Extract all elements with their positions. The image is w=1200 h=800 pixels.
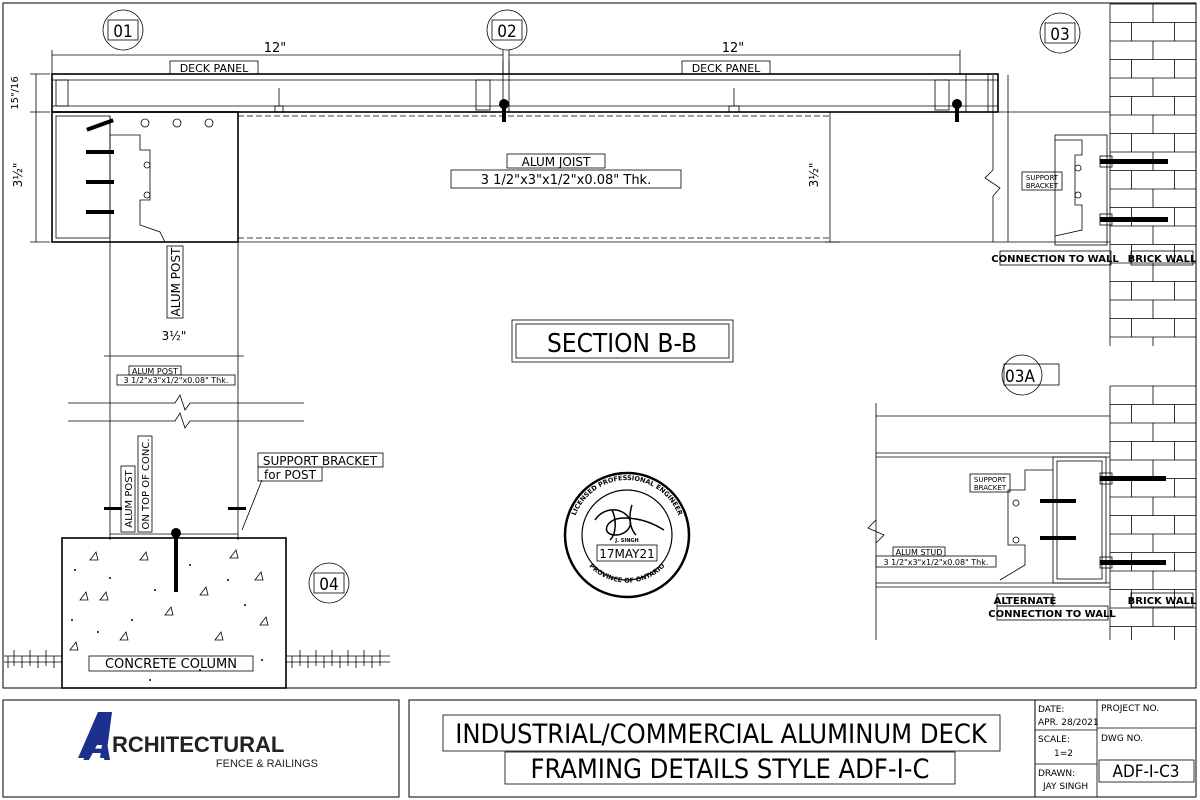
callout-03-text: 03 bbox=[1050, 25, 1069, 45]
stamp-ring-bottom: PROVINCE OF ONTARIO bbox=[588, 562, 667, 585]
bracket-screws bbox=[86, 118, 114, 214]
deck-panel-label-1: DECK PANEL bbox=[180, 62, 249, 75]
callout-01-text: 01 bbox=[113, 22, 132, 42]
alum-post bbox=[68, 242, 304, 540]
alternate-connection-detail bbox=[867, 403, 1166, 640]
callout-03: 03 bbox=[1039, 12, 1081, 54]
drawing-title-line1: INDUSTRIAL/COMMERCIAL ALUMINUM DECK bbox=[455, 719, 988, 750]
dim-12-left: 12" bbox=[264, 41, 287, 56]
connection-to-wall-label-2: CONNECTION TO WALL bbox=[988, 609, 1116, 620]
alum-stud-size: 3 1/2"x3"x1/2"x0.08" Thk. bbox=[884, 558, 989, 567]
callout-02: 02 bbox=[486, 9, 528, 51]
dwg-no-value: ADF-I-C3 bbox=[1113, 762, 1180, 782]
support-bracket-alt-label-2: BRACKET bbox=[974, 484, 1007, 492]
dim-post-width: 3½" bbox=[162, 329, 187, 343]
logo-block bbox=[2, 699, 400, 798]
support-bracket-post-label-1: SUPPORT BRACKET bbox=[263, 454, 378, 468]
logo-subtitle: FENCE & RAILINGS bbox=[216, 758, 318, 770]
dwg-no-box bbox=[1098, 759, 1195, 783]
title-line2-box bbox=[504, 751, 956, 785]
alum-stud-label: ALUM STUD bbox=[896, 548, 943, 557]
support-bracket-label-2: BRACKET bbox=[1026, 182, 1059, 190]
logo-letter: A bbox=[83, 725, 113, 769]
logo-word: RCHITECTURAL bbox=[112, 732, 284, 757]
alum-post-size: 3 1/2"x3"x1/2"x0.08" Thk. bbox=[124, 376, 229, 385]
callout-02-text: 02 bbox=[497, 22, 516, 42]
info-grid bbox=[1035, 700, 1196, 797]
project-no-label: PROJECT NO. bbox=[1101, 704, 1159, 714]
brick-wall-label-1: BRICK WALL bbox=[1128, 254, 1197, 265]
engineer-stamp: 17MAY21 J. SINGH LICENSED PROFESSIONAL E… bbox=[563, 471, 691, 599]
dim-joist-left: 3½" bbox=[11, 163, 25, 188]
section-title: SECTION B-B bbox=[547, 329, 697, 359]
svg-text:LICENSED PROFESSIONAL ENGINEER: LICENSED PROFESSIONAL ENGINEER bbox=[570, 474, 684, 517]
alum-joist-label: ALUM JOIST bbox=[522, 155, 591, 169]
stamp-name: J. SINGH bbox=[614, 538, 638, 544]
brick-wall-label-2: BRICK WALL bbox=[1128, 596, 1197, 607]
connection-to-wall-label: CONNECTION TO WALL bbox=[991, 254, 1119, 265]
stamp-ring-top: LICENSED PROFESSIONAL ENGINEER bbox=[570, 474, 684, 517]
on-top-of-conc-label: ON TOP OF CONC. bbox=[141, 438, 152, 529]
connection-to-wall-detail bbox=[984, 75, 1168, 246]
callout-01: 01 bbox=[102, 9, 144, 51]
support-bracket-post-label-2: for POST bbox=[264, 468, 317, 482]
ground-hatch-left bbox=[4, 650, 62, 668]
joist-post-bracket bbox=[51, 111, 239, 243]
dim-joist-right: 3½" bbox=[807, 163, 821, 188]
concrete-column-label: CONCRETE COLUMN bbox=[105, 657, 237, 672]
dim-12-right: 12" bbox=[722, 41, 745, 56]
dimension-joist-left: 3½" bbox=[11, 112, 50, 243]
ground-hatch-right bbox=[286, 650, 390, 668]
drawn-value: JAY SINGH bbox=[1042, 782, 1088, 792]
date-value: APR. 28/2021 bbox=[1038, 718, 1099, 728]
scale-label: SCALE: bbox=[1038, 735, 1070, 745]
company-logo: A RCHITECTURAL FENCE & RAILINGS bbox=[78, 712, 318, 770]
callout-04-text: 04 bbox=[319, 575, 338, 595]
alum-post-vertical-label: ALUM POST bbox=[169, 247, 183, 317]
dimension-12in-right: 12" bbox=[508, 41, 961, 75]
support-bracket-label-1: SUPPORT bbox=[1026, 174, 1059, 182]
info-block bbox=[1034, 699, 1197, 798]
drawing-title-line2: FRAMING DETAILS STYLE ADF-I-C bbox=[530, 754, 929, 785]
alternate-label: ALTERNATE bbox=[994, 596, 1057, 607]
svg-text:PROVINCE OF ONTARIO: PROVINCE OF ONTARIO bbox=[588, 562, 667, 585]
brick-wall-top bbox=[1109, 3, 1196, 346]
alum-post-label: ALUM POST bbox=[132, 367, 178, 376]
section-box-inner bbox=[515, 323, 730, 359]
drawn-label: DRAWN: bbox=[1038, 769, 1075, 779]
alum-joist-size: 3 1/2"x3"x1/2"x0.08" Thk. bbox=[481, 173, 651, 188]
scale-value: 1=2 bbox=[1054, 749, 1073, 759]
callout-03a: 03A bbox=[1001, 354, 1060, 396]
dimension-12in-left: 12" bbox=[51, 41, 504, 75]
concrete-column bbox=[61, 537, 287, 689]
section-box-outer bbox=[511, 319, 734, 363]
drawing-frame bbox=[2, 2, 1197, 689]
dwg-no-label: DWG NO. bbox=[1101, 734, 1143, 744]
callout-04: 04 bbox=[308, 562, 350, 604]
callout-03a-text: 03A bbox=[1005, 367, 1035, 387]
title-line1-box bbox=[442, 714, 1001, 752]
alum-post-on-label: ALUM POST bbox=[124, 469, 135, 527]
dimension-panel-thickness: 15"/16 bbox=[10, 73, 50, 113]
brick-wall-bottom bbox=[1109, 385, 1196, 640]
support-bracket-alt-label-1: SUPPORT bbox=[974, 476, 1007, 484]
date-label: DATE: bbox=[1038, 705, 1064, 715]
stamp-date: 17MAY21 bbox=[599, 547, 655, 561]
deck-panel-label-2: DECK PANEL bbox=[692, 62, 761, 75]
dim-panel-thk: 15"/16 bbox=[10, 76, 21, 109]
